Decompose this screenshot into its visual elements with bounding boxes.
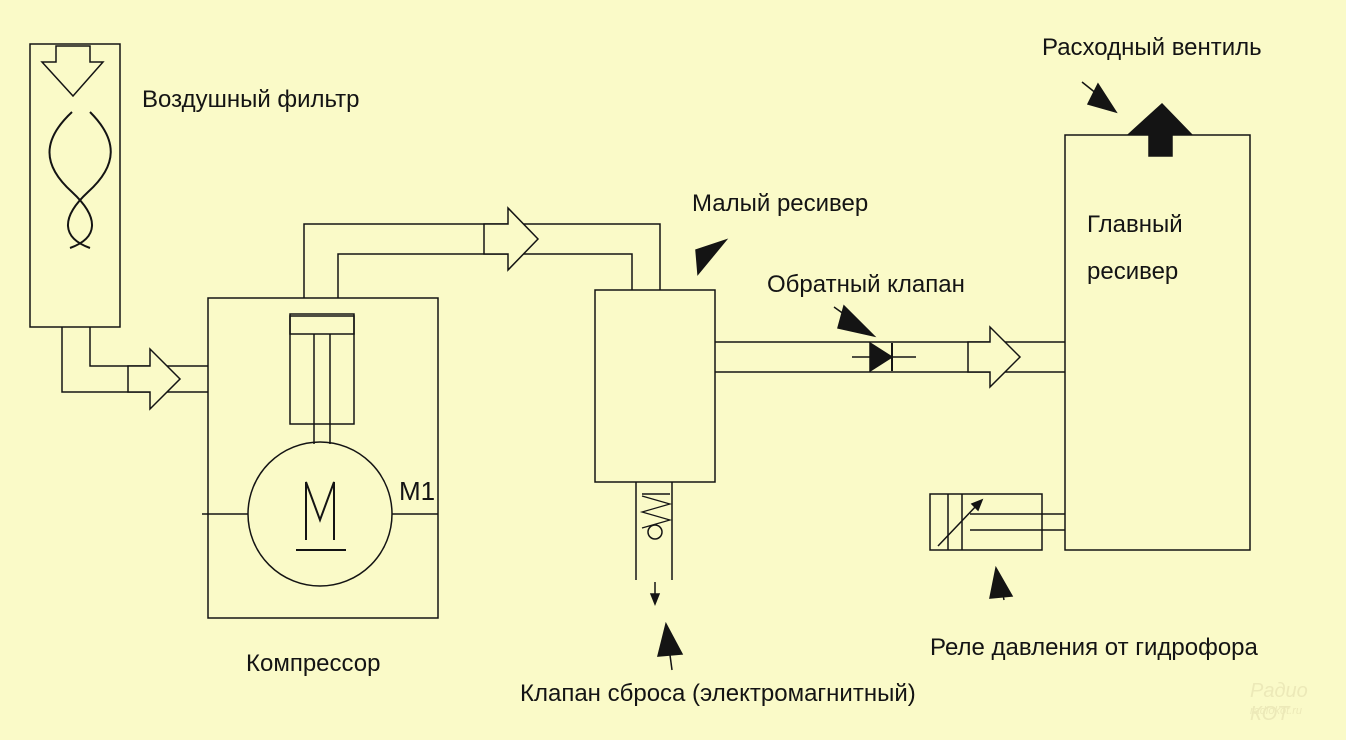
main-receiver-shape — [1064, 102, 1251, 551]
check-valve-label: Обратный клапан — [767, 271, 965, 298]
compressor-outlet-pipe — [303, 206, 661, 298]
pressure-relay-shape — [929, 493, 1065, 551]
relief-valve-shape — [635, 482, 673, 607]
receiver-connecting-pipe — [715, 325, 1065, 389]
pressure-relay-label: Реле давления от гидрофора — [930, 634, 1258, 661]
compressor-shape — [202, 297, 439, 619]
filter-outlet-pipe — [61, 327, 208, 411]
main-receiver-label-line1: Главный — [1087, 211, 1183, 238]
small-receiver-label: Малый ресивер — [692, 190, 869, 217]
relief-valve-label: Клапан сброса (электромагнитный) — [520, 680, 916, 707]
motor-label: M1 — [399, 476, 436, 506]
watermark-site: radiokot.ru — [1250, 705, 1302, 717]
main-receiver-label-line2: ресивер — [1087, 258, 1179, 285]
leader-arrows — [657, 81, 1118, 671]
outlet-valve-label: Расходный вентиль — [1042, 34, 1262, 61]
air-filter-shape — [29, 43, 121, 328]
small-receiver-shape — [594, 289, 716, 483]
air-filter-label: Воздушный фильтр — [142, 86, 360, 113]
watermark-brand: Радио КОТ — [1250, 680, 1308, 725]
compressor-label: Компрессор — [246, 650, 381, 677]
